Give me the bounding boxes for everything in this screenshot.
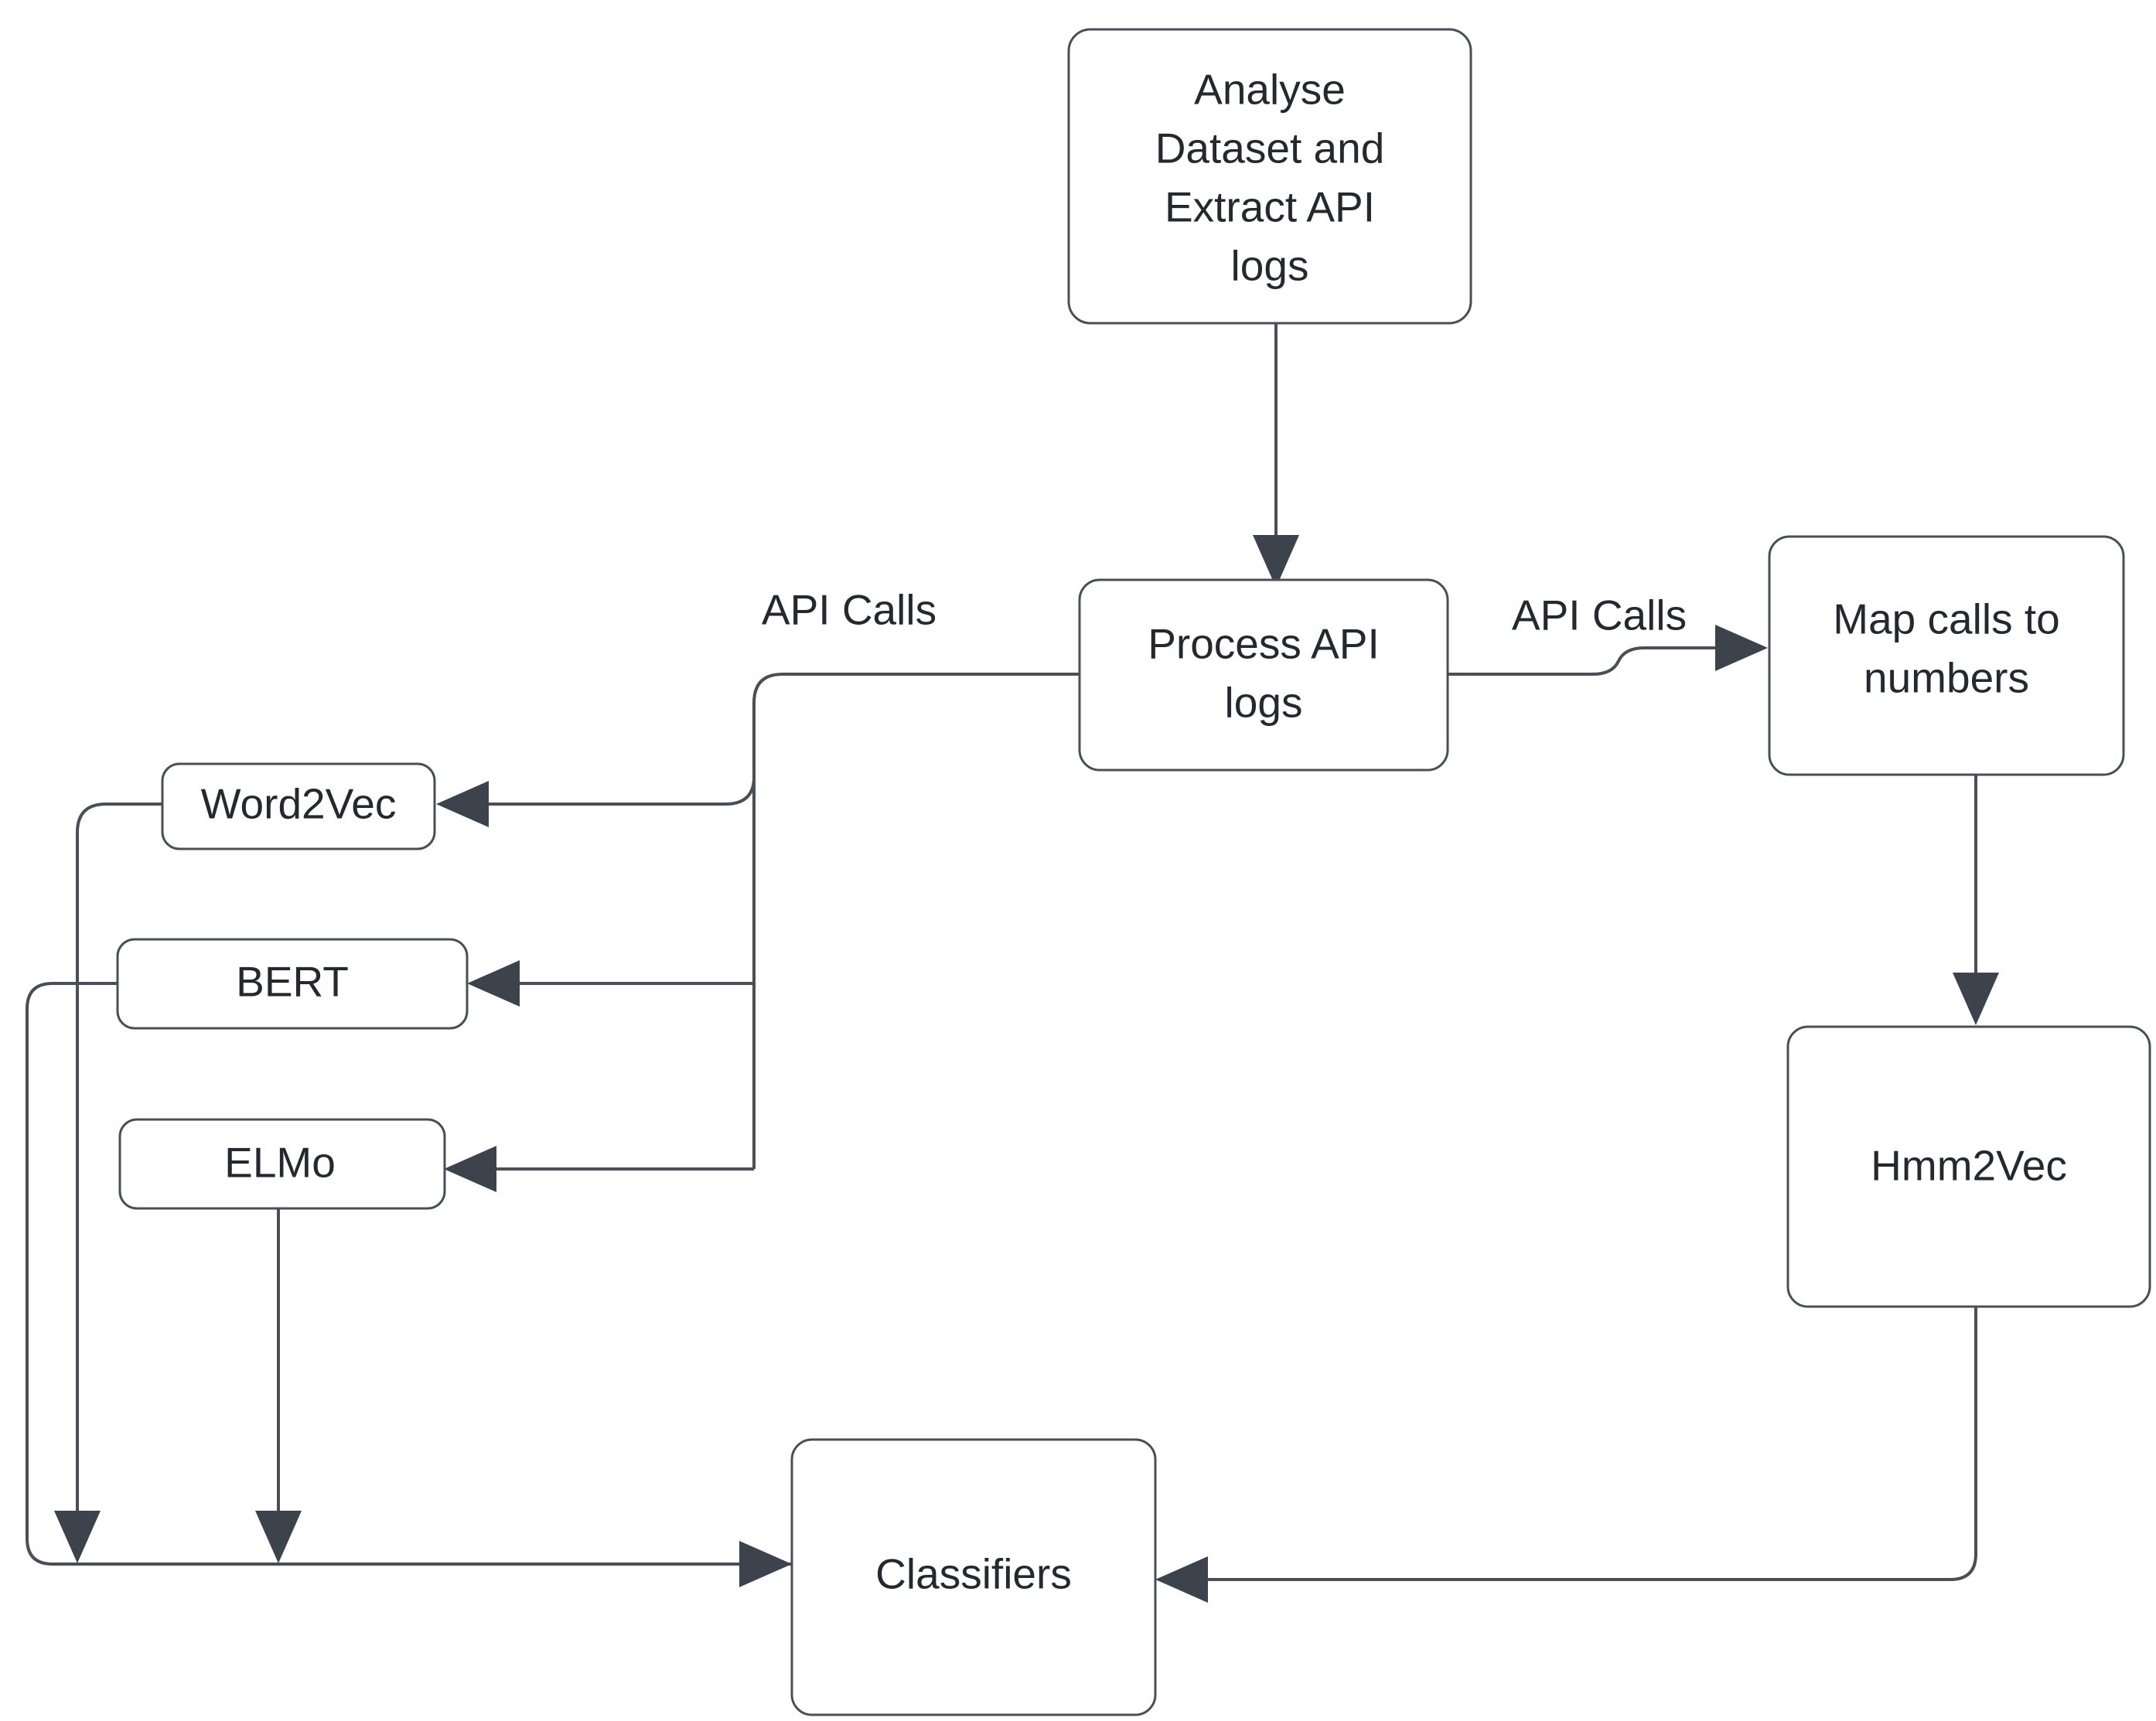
arrow-head-left-icon (1155, 1556, 1208, 1603)
node-word2vec[interactable]: Word2Vec (161, 762, 436, 850)
edge-trunk-to-word2vec (436, 776, 756, 827)
node-analyse-dataset[interactable]: Analyse Dataset and Extract API logs (1067, 28, 1472, 325)
edge-map-calls-to-hmm2vec (1953, 775, 1999, 1025)
edge-line (752, 673, 1080, 1169)
edge-line (1448, 646, 1740, 676)
node-bert[interactable]: BERT (116, 938, 469, 1030)
node-label-line: Process API (1148, 620, 1380, 668)
node-box[interactable] (1078, 578, 1449, 772)
edge-line (1183, 1307, 1977, 1581)
node-label-line: Word2Vec (201, 780, 397, 828)
node-classifiers[interactable]: Classifiers (790, 1438, 1157, 1716)
node-box[interactable] (1786, 1025, 2151, 1308)
edge-line (464, 776, 756, 806)
node-label-line: logs (1225, 679, 1303, 727)
node-label-line: Analyse (1194, 66, 1346, 114)
arrow-head-left-icon (444, 1146, 496, 1192)
edge-line (76, 803, 162, 1511)
arrow-head-left-icon (467, 960, 520, 1007)
edge-line (26, 982, 792, 1566)
node-elmo[interactable]: ELMo (118, 1118, 446, 1210)
arrow-head-down-icon (1253, 535, 1299, 588)
edge-trunk-to-elmo (444, 1146, 754, 1192)
edge-process-left-trunk (752, 673, 1080, 1169)
node-box[interactable] (116, 938, 469, 1030)
node-map-calls-to-numbers[interactable]: Map calls to numbers (1768, 535, 2125, 776)
edge-analyse-to-process (1253, 321, 1299, 588)
node-label-line: BERT (236, 958, 349, 1006)
arrow-head-right-icon (1715, 625, 1768, 671)
node-label-line: Hmm2Vec (1871, 1142, 2067, 1190)
arrow-head-down-icon (1953, 973, 1999, 1025)
edge-label-api-calls-left: API Calls (762, 586, 936, 634)
edge-process-to-map-calls (1448, 625, 1768, 676)
node-label-line: Classifiers (875, 1550, 1072, 1598)
node-label-line: ELMo (224, 1139, 336, 1187)
node-label-line: Map calls to (1833, 595, 2059, 643)
edge-elmo-to-classifiers (255, 1208, 302, 1563)
node-box[interactable] (790, 1438, 1157, 1716)
node-label-line: Extract API (1165, 183, 1375, 231)
node-process-api-logs[interactable]: Process API logs (1078, 578, 1449, 772)
edge-label-api-calls-right: API Calls (1512, 591, 1687, 639)
node-box[interactable] (1768, 535, 2125, 776)
edge-bert-to-classifiers (26, 982, 792, 1587)
edge-trunk-to-bert (467, 960, 754, 1007)
node-label-line: numbers (1864, 654, 2029, 702)
node-label-line: Dataset and (1155, 124, 1385, 172)
node-hmm2vec[interactable]: Hmm2Vec (1786, 1025, 2151, 1308)
node-box[interactable] (1067, 28, 1472, 325)
node-box[interactable] (161, 762, 436, 850)
edge-hmm2vec-to-classifiers (1155, 1307, 1977, 1603)
node-box[interactable] (118, 1118, 446, 1210)
arrow-head-left-icon (436, 781, 489, 827)
edge-word2vec-to-classifiers (54, 803, 162, 1563)
arrow-head-down-icon (54, 1511, 101, 1563)
node-label-line: logs (1231, 242, 1309, 290)
arrow-head-down-icon (255, 1511, 302, 1563)
arrow-head-right-icon (739, 1541, 792, 1587)
